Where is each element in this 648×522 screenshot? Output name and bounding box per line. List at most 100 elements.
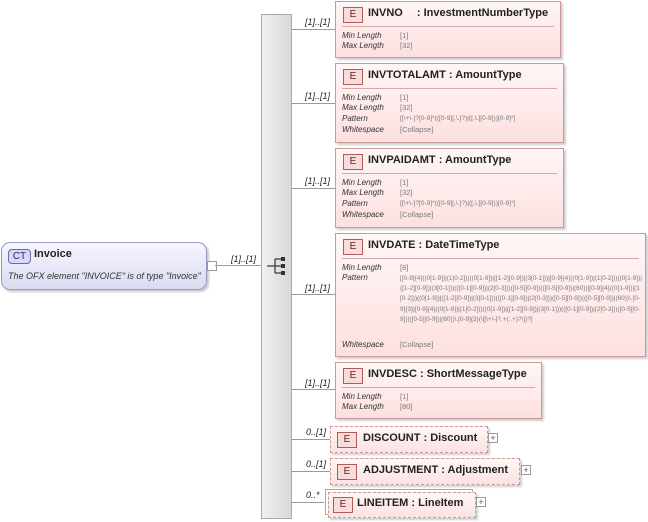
element-invtotalamt[interactable]: E INVTOTALAMT : AmountType Min Length [1… [335, 63, 564, 143]
element-badge: E [343, 239, 363, 255]
separator [342, 173, 557, 174]
complex-type-name: Invoice [34, 248, 72, 260]
element-type: Adjustment [447, 464, 509, 476]
facet-label: Max Length [342, 188, 384, 197]
element-cardinality: [1]..[1] [305, 17, 331, 27]
facet-value: [[\+\-]?[0-9]*(([0-9][,\.]?)|([,\.][0-9]… [400, 200, 516, 207]
element-cardinality: 0..[1] [306, 459, 327, 469]
element-cardinality: [1]..[1] [305, 378, 331, 388]
element-badge: E [337, 464, 357, 480]
separator [342, 88, 557, 89]
sequence-icon [267, 257, 285, 275]
element-invpaidamt[interactable]: E INVPAIDAMT : AmountType Min Length [1]… [335, 148, 564, 228]
element-discount[interactable]: E DISCOUNT : Discount [330, 426, 488, 453]
element-badge: E [333, 497, 353, 513]
element-name: INVPAIDAMT : AmountType [368, 154, 512, 166]
facet-value: [Collapse] [400, 125, 434, 134]
element-name-text: INVTOTALAMT [368, 69, 446, 81]
facet-label: Whitespace [342, 340, 384, 349]
element-type: InvestmentNumberType [423, 7, 549, 19]
facet-label: Max Length [342, 41, 384, 50]
separator [342, 387, 535, 388]
element-type: ShortMessageType [426, 368, 527, 380]
expand-icon[interactable]: + [488, 433, 498, 443]
facet-label: Min Length [342, 31, 382, 40]
element-badge: E [343, 69, 363, 85]
connector-line [291, 471, 330, 472]
facet-label: Whitespace [342, 210, 384, 219]
element-badge: E [343, 368, 363, 384]
element-cardinality: 0..[1] [306, 427, 327, 437]
element-cardinality: [1]..[1] [305, 91, 331, 101]
element-lineitem[interactable]: E LINEITEM : LineItem [328, 492, 476, 518]
connector-line [291, 103, 335, 104]
facet-label: Whitespace [342, 125, 384, 134]
element-name-text: INVPAIDAMT [368, 154, 436, 166]
element-name-text: DISCOUNT [363, 432, 421, 444]
element-badge: E [343, 154, 363, 170]
facet-label: Min Length [342, 178, 382, 187]
facet-value: [Collapse] [400, 340, 434, 349]
element-name: INVTOTALAMT : AmountType [368, 69, 522, 81]
facet-value: [32] [400, 188, 413, 197]
element-type: DateTimeType [425, 239, 500, 251]
element-name: INVNO: InvestmentNumberType [368, 7, 549, 19]
element-type: AmountType [455, 69, 522, 81]
facet-value: [1] [400, 392, 409, 401]
facet-label: Max Length [342, 103, 384, 112]
element-invno[interactable]: E INVNO: InvestmentNumberType Min Length… [335, 1, 561, 58]
element-badge: E [343, 7, 363, 23]
facet-label: Pattern [342, 199, 368, 208]
connector-line [291, 389, 335, 390]
element-name-text: INVNO [368, 7, 403, 19]
facet-value: [[0-9]{4}((0[1-9])|(1[0-2]))((0[1-9])|([… [400, 275, 642, 323]
facet-label: Max Length [342, 402, 384, 411]
complex-type-description: The OFX element "INVOICE" is of type "In… [8, 271, 201, 281]
connector-line [291, 294, 335, 295]
facet-label: Min Length [342, 93, 382, 102]
element-invdate[interactable]: E INVDATE : DateTimeType Min Length [8] … [335, 233, 646, 357]
separator [342, 26, 554, 27]
element-badge: E [337, 432, 357, 448]
element-invdesc[interactable]: E INVDESC : ShortMessageType Min Length … [335, 362, 542, 419]
element-name: INVDESC : ShortMessageType [368, 368, 527, 380]
facet-label: Pattern [342, 114, 368, 123]
connector-line [215, 265, 261, 266]
facet-value: [32] [400, 103, 413, 112]
collapse-toggle-icon[interactable] [207, 261, 217, 271]
expand-icon[interactable]: + [476, 497, 486, 507]
facet-value: [1] [400, 31, 409, 40]
element-name-text: INVDATE [368, 239, 416, 251]
element-name: INVDATE : DateTimeType [368, 239, 500, 251]
element-type: Discount [430, 432, 478, 444]
connector-line [291, 439, 330, 440]
connector-line [291, 188, 335, 189]
connector-line [291, 29, 335, 30]
facet-value: [1] [400, 178, 409, 187]
facet-value: [80] [400, 402, 413, 411]
sequence-cardinality: [1]..[1] [231, 254, 257, 264]
separator [342, 258, 639, 259]
element-name-text: ADJUSTMENT [363, 464, 439, 476]
element-name: DISCOUNT : Discount [363, 432, 478, 444]
facet-label: Min Length [342, 392, 382, 401]
facet-value: [32] [400, 41, 413, 50]
connector-line [291, 502, 324, 503]
element-name-text: LINEITEM [357, 497, 409, 509]
facet-label: Min Length [342, 263, 382, 272]
element-name: ADJUSTMENT : Adjustment [363, 464, 509, 476]
facet-value: [Collapse] [400, 210, 434, 219]
element-name: LINEITEM : LineItem [357, 497, 464, 509]
element-type: LineItem [418, 497, 464, 509]
element-type: AmountType [445, 154, 512, 166]
expand-icon[interactable]: + [521, 465, 531, 475]
element-cardinality: [1]..[1] [305, 283, 331, 293]
facet-value: [1] [400, 93, 409, 102]
facet-value: [[\+\-]?[0-9]*(([0-9][,\.]?)|([,\.][0-9]… [400, 115, 516, 122]
element-adjustment[interactable]: E ADJUSTMENT : Adjustment [330, 458, 520, 485]
facet-value: [8] [400, 263, 409, 272]
element-cardinality: 0..* [306, 490, 320, 500]
facet-label: Pattern [342, 273, 368, 282]
complex-type-invoice[interactable]: CT Invoice The OFX element "INVOICE" is … [1, 242, 207, 290]
complex-type-badge: CT [8, 249, 31, 264]
